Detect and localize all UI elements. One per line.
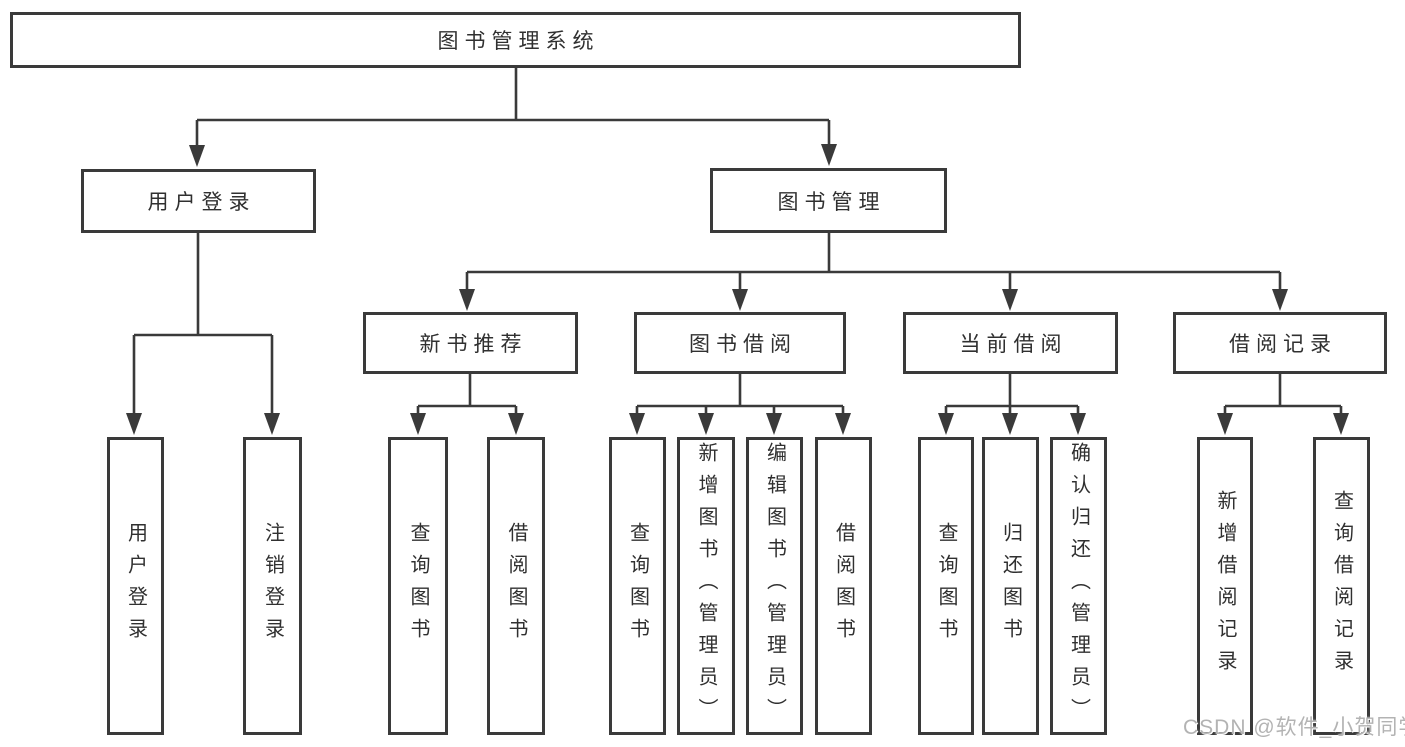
arrow-down-icon (1333, 413, 1349, 435)
arrow-down-icon (459, 289, 475, 311)
arrow-down-icon (732, 289, 748, 311)
node-user-login: 用户登录 (81, 169, 316, 233)
leaf-borrow-books-borrowing: 借阅图书 (815, 437, 872, 735)
arrowheads (126, 144, 1349, 435)
arrow-down-icon (629, 413, 645, 435)
tree-edges (132, 68, 1343, 418)
node-book-borrowing: 图书借阅 (634, 312, 846, 374)
node-library-system: 图书管理系统 (10, 12, 1021, 68)
arrow-down-icon (835, 413, 851, 435)
leaf-query-books-recommend: 查询图书 (388, 437, 448, 735)
leaf-query-books-current: 查询图书 (918, 437, 974, 735)
arrow-down-icon (410, 413, 426, 435)
arrow-down-icon (1217, 413, 1233, 435)
arrow-down-icon (1002, 413, 1018, 435)
arrow-down-icon (126, 413, 142, 435)
leaf-logout: 注销登录 (243, 437, 302, 735)
node-current-borrowing: 当前借阅 (903, 312, 1118, 374)
arrow-down-icon (1070, 413, 1086, 435)
arrow-down-icon (264, 413, 280, 435)
arrow-down-icon (1002, 289, 1018, 311)
arrow-down-icon (698, 413, 714, 435)
arrow-down-icon (766, 413, 782, 435)
watermark: CSDN @软件_小贺同学 (1183, 716, 1405, 739)
node-book-management: 图书管理 (710, 168, 947, 233)
arrow-down-icon (938, 413, 954, 435)
node-new-book-recommend: 新书推荐 (363, 312, 578, 374)
node-borrowing-records: 借阅记录 (1173, 312, 1387, 374)
leaf-add-borrow-record: 新增借阅记录 (1197, 437, 1253, 735)
leaf-confirm-return-admin: 确认归还（管理员） (1050, 437, 1107, 735)
leaf-query-borrow-record: 查询借阅记录 (1313, 437, 1370, 735)
leaf-add-book-admin: 新增图书（管理员） (677, 437, 735, 735)
arrow-down-icon (189, 145, 205, 167)
leaf-return-books: 归还图书 (982, 437, 1039, 735)
arrow-down-icon (821, 144, 837, 166)
leaf-edit-book-admin: 编辑图书（管理员） (746, 437, 803, 735)
leaf-query-books-borrowing: 查询图书 (609, 437, 666, 735)
arrow-down-icon (1272, 289, 1288, 311)
leaf-borrow-books-recommend: 借阅图书 (487, 437, 545, 735)
arrow-down-icon (508, 413, 524, 435)
leaf-user-login: 用户登录 (107, 437, 164, 735)
